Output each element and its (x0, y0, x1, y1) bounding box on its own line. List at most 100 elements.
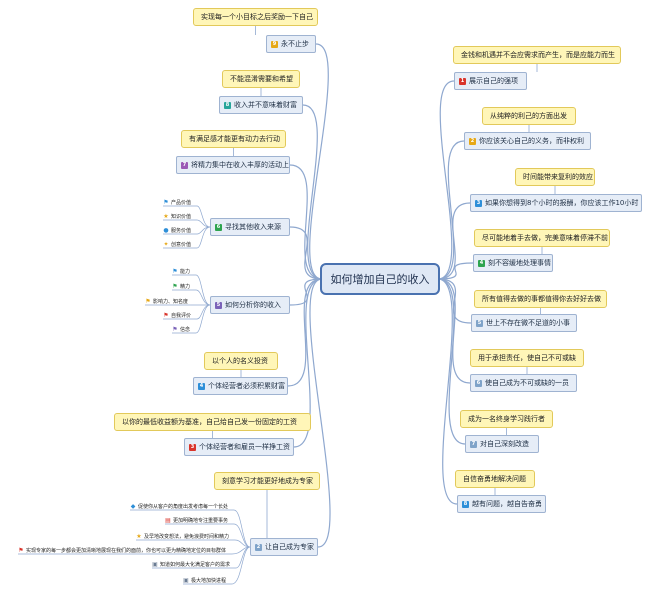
person-icon: ● (163, 226, 169, 234)
subtopic-leaf[interactable]: ⚑精力 (172, 281, 190, 292)
subtopic-label: 极大地加快进程 (191, 578, 227, 584)
connector-line (302, 104, 323, 280)
subtopic-label: 信念 (180, 327, 191, 333)
lightbulb-icon: ✦ (163, 240, 169, 248)
subtopic-label: 服务价值 (171, 228, 192, 234)
connector-line (192, 289, 211, 306)
callout-note: 时间能带来复利的效应 (515, 168, 595, 186)
priority-2-icon: 2 (255, 543, 262, 551)
branch-topic-label: 展示自己的强项 (469, 77, 518, 85)
subtopic-label: 精力 (180, 284, 191, 290)
connector-line (192, 274, 211, 306)
priority-5-icon: 5 (215, 301, 222, 309)
branch-topic-label: 个体经营者和雇员一样挣工资 (199, 443, 290, 451)
connector-line (232, 546, 251, 569)
branch-topic-label: 世上不存在微不足道的小事 (486, 319, 570, 327)
priority-1-icon: 1 (459, 77, 466, 85)
branch-topic-label: 对自己深刻改造 (480, 440, 529, 448)
subtopic-leaf[interactable]: ⚑实现专家的每一步都会更加清晰地展现在我们的面前，你也可以更为精确地定位的目标群… (18, 545, 226, 556)
subtopic-leaf[interactable]: ▤更加明确地专注重要事务 (165, 515, 228, 526)
subtopic-leaf[interactable]: ⚑自我评价 (163, 310, 191, 321)
subtopic-leaf[interactable]: ⚑影响力、知名度 (145, 296, 188, 307)
flag-icon: ⚑ (172, 282, 178, 290)
subtopic-label: 影响力、知名度 (153, 299, 189, 305)
connector-line (287, 278, 323, 387)
connector-line (193, 205, 211, 228)
subtopic-leaf[interactable]: ▣知道如何最大化满足客户的需求 (152, 559, 230, 570)
callout-note: 刻意学习才能更好地成为专家 (214, 472, 320, 490)
subtopic-label: 产品价值 (171, 200, 192, 206)
subtopic-label: 实现专家的每一步都会更加清晰地展现在我们的面前，你也可以更为精确地定位的目标群体 (26, 548, 227, 554)
priority-4-icon: 4 (198, 382, 205, 390)
branch-topic-label: 个体经营者必须积累财富 (208, 382, 285, 390)
connector-line (293, 278, 323, 448)
subtopic-leaf[interactable]: ◆促使你从客户的角度出发考虑每一个长处 (130, 501, 228, 512)
branch-topic-label: 如果你想得到8个小时的报酬，你应该工作10小时 (485, 199, 639, 207)
priority-3-icon: 3 (475, 199, 482, 207)
branch-topic-label: 永不止步 (281, 40, 309, 48)
doc-icon: ▤ (165, 516, 171, 524)
connector-line (437, 278, 466, 445)
connector-line (193, 219, 211, 228)
callout-note: 不能混淆需要和希望 (222, 70, 300, 88)
subtopic-leaf[interactable]: ⚑产品价值 (163, 197, 191, 208)
star-icon: ★ (136, 532, 142, 540)
priority-7-icon: 7 (181, 161, 188, 169)
subtopic-leaf[interactable]: ✦创意价值 (163, 239, 191, 250)
flag-icon: ⚑ (163, 311, 169, 319)
subtopic-label: 创意价值 (171, 242, 192, 248)
connector-line (192, 304, 211, 334)
subtopic-label: 及早地改变想法，避免浪费时间和精力 (144, 534, 230, 540)
box-icon: ▣ (152, 560, 158, 568)
priority-7-icon: 7 (470, 440, 477, 448)
connector-line (437, 80, 455, 280)
branch-topic-label: 寻找其他收入来源 (225, 223, 281, 231)
subtopic-label: 自我评价 (171, 313, 192, 319)
connector-line (193, 304, 211, 320)
subtopic-label: 促使你从客户的角度出发考虑每一个长处 (138, 504, 229, 510)
subtopic-leaf[interactable]: ⚑信念 (172, 324, 190, 335)
connector-line (437, 262, 474, 280)
connector-line (289, 226, 323, 280)
connector-line (309, 278, 331, 548)
priority-6-icon: 6 (475, 379, 482, 387)
flag-icon: ⚑ (172, 267, 178, 275)
branch-topic-label: 如何分析你的收入 (225, 301, 281, 309)
subtopic-leaf[interactable]: ●服务价值 (163, 225, 191, 236)
callout-note: 自信奋勇地解决问题 (455, 470, 535, 488)
subtopic-leaf[interactable]: ★知识价值 (163, 211, 191, 222)
subtopic-leaf[interactable]: ⚑能力 (172, 266, 190, 277)
connector-line (437, 278, 458, 505)
branch-topic-label: 让自己成为专家 (265, 543, 314, 551)
callout-note: 以你的最低收益额为基准，自己给自己发一份固定的工资 (114, 413, 311, 431)
connector-line (437, 140, 465, 280)
subtopic-leaf[interactable]: ▣极大地加快进程 (183, 575, 226, 586)
subtopic-label: 知道如何最大化满足客户的需求 (160, 562, 231, 568)
priority-8-icon: 8 (224, 101, 231, 109)
callout-note: 从纯粹的利己的方面出发 (482, 107, 576, 125)
star-icon: ★ (163, 212, 169, 220)
connector-line (231, 539, 251, 548)
central-topic[interactable]: 如何增加自己的收入 (320, 263, 440, 295)
branch-topic-label: 收入并不意味着财富 (234, 101, 297, 109)
subtopic-leaf[interactable]: ★及早地改变想法，避免浪费时间和精力 (136, 531, 229, 542)
flag-icon: ⚑ (172, 325, 178, 333)
flag-icon: ⚑ (163, 198, 169, 206)
